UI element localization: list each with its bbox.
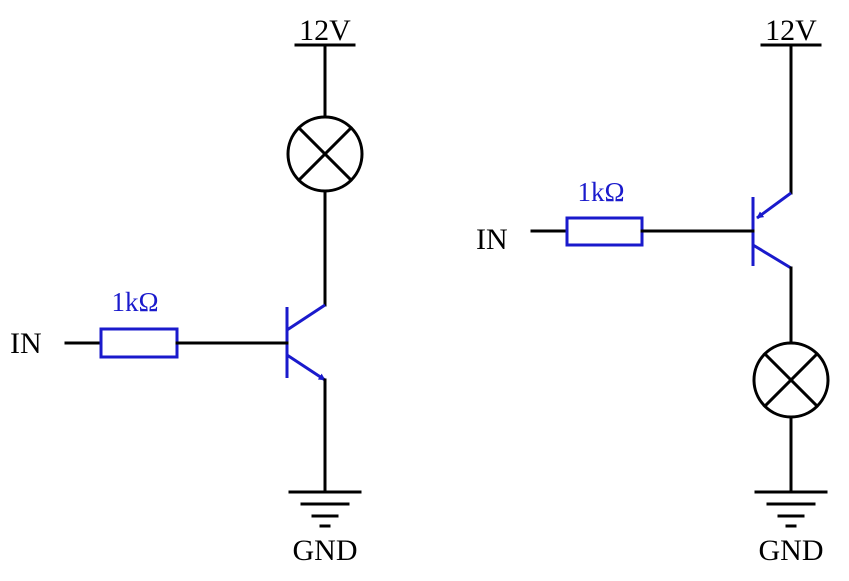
npn-ground-icon — [288, 490, 362, 528]
pnp-input-label: IN — [476, 223, 508, 256]
npn-resistor-label: 1kΩ — [111, 287, 158, 317]
npn-supply-label: 12V — [299, 14, 351, 47]
pnp-supply-symbol: 12V — [760, 14, 822, 47]
pnp-transistor-icon — [751, 191, 792, 270]
npn-lamp-icon — [286, 115, 364, 193]
pnp-resistor-icon — [565, 216, 644, 247]
pnp-ground-label: GND — [759, 534, 824, 567]
npn-input-label: IN — [10, 327, 42, 360]
npn-ground-label: GND — [293, 534, 358, 567]
pnp-supply-label: 12V — [765, 14, 817, 47]
pnp-circuit: 12V GND IN 1kΩ — [476, 14, 830, 567]
npn-supply-symbol: 12V — [294, 14, 356, 47]
npn-circuit: 12V GND IN 1kΩ — [10, 14, 364, 567]
pnp-ground-icon — [754, 490, 828, 528]
pnp-lamp-icon — [752, 341, 830, 419]
npn-transistor-icon — [285, 303, 326, 382]
npn-resistor-icon — [99, 327, 179, 359]
pnp-resistor-label: 1kΩ — [577, 177, 624, 207]
